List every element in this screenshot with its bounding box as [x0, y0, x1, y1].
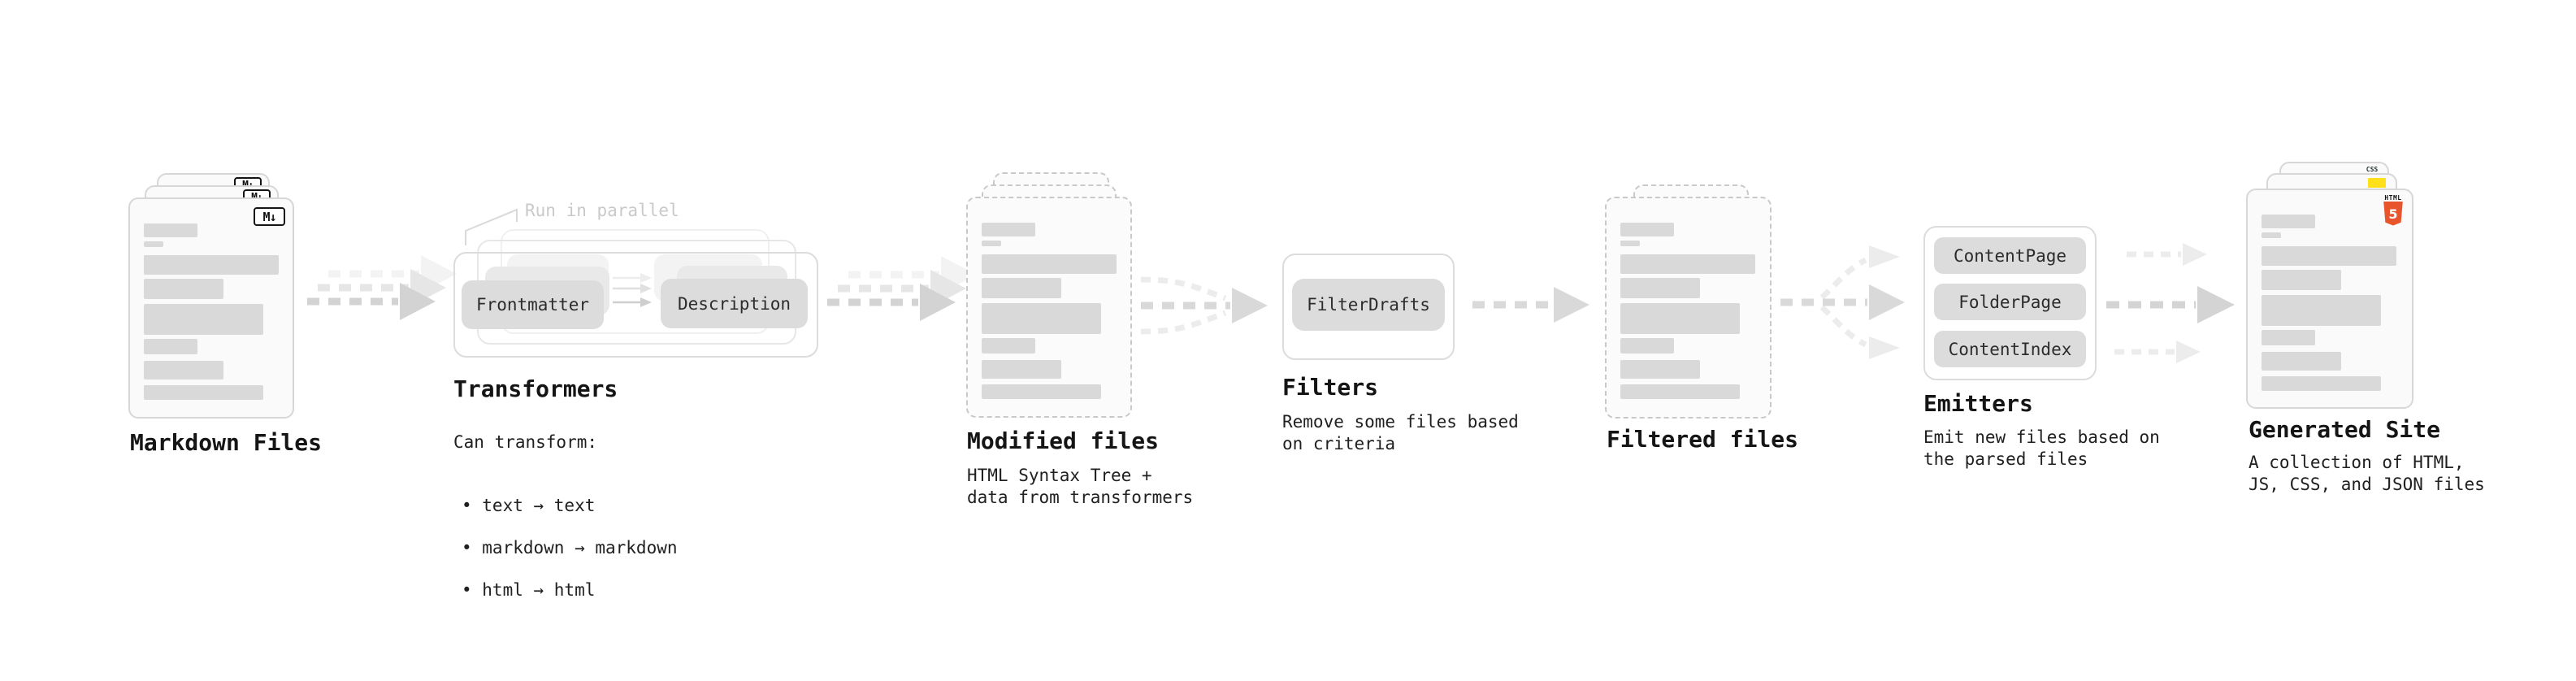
markdown-files-label: Markdown Files	[130, 429, 323, 456]
js-icon	[2368, 178, 2386, 188]
placeholder-bar	[982, 254, 1117, 274]
arrow-filtered-to-emitters	[1780, 245, 1905, 359]
placeholder-bar	[2262, 295, 2381, 326]
css-icon-label: CSS	[2366, 166, 2379, 173]
placeholder-bar	[144, 304, 263, 335]
placeholder-bar	[2262, 352, 2341, 371]
arrow-markdown-to-transformers	[307, 255, 457, 320]
markdown-icon: M↓	[254, 207, 285, 226]
generated-site-label: Generated Site	[2249, 416, 2441, 443]
frontmatter-transformer: Frontmatter	[462, 280, 604, 329]
placeholder-bar	[1620, 254, 1755, 274]
bullet-item: • text → text	[462, 496, 596, 515]
placeholder-bar	[2262, 232, 2281, 238]
emitters-description: Emit new files based on the parsed files	[1923, 427, 2160, 469]
placeholder-bar	[982, 223, 1035, 236]
markdown-file-card: M↓	[128, 197, 294, 419]
placeholder-bar	[144, 339, 197, 354]
placeholder-bar	[982, 278, 1061, 298]
placeholder-bar	[982, 384, 1101, 399]
placeholder-bar	[2262, 330, 2315, 345]
transformers-description: Can transform: • text → text • markdown …	[453, 410, 678, 643]
placeholder-bar	[1620, 223, 1674, 236]
description-transformer: Description	[661, 279, 808, 328]
modified-files-description: HTML Syntax Tree + data from transformer…	[967, 466, 1194, 507]
placeholder-bar	[1620, 338, 1674, 354]
transformers-bullets: • text → text • markdown → markdown • ht…	[453, 474, 678, 622]
placeholder-bar	[2262, 270, 2341, 290]
placeholder-bar	[144, 241, 163, 247]
contentpage-emitter: ContentPage	[1934, 237, 2086, 274]
modified-file-card	[966, 197, 1132, 418]
filters-description: Remove some files based on criteria	[1282, 412, 1519, 453]
generated-html-card: HTML 5	[2246, 189, 2413, 409]
emitters-label: Emitters	[1923, 390, 2033, 417]
svg-text:5: 5	[2388, 206, 2397, 222]
placeholder-bar	[982, 241, 1001, 246]
filtered-files-label: Filtered files	[1607, 426, 1799, 453]
arrow-transformers-to-modified	[827, 256, 977, 321]
html5-icon-label: HTML	[2384, 194, 2402, 202]
html5-shield: 5	[2383, 202, 2403, 226]
placeholder-bar	[144, 223, 197, 237]
placeholder-bar	[2262, 246, 2396, 266]
filters-container	[1282, 254, 1455, 360]
transformers-desc-title: Can transform:	[453, 432, 598, 452]
run-in-parallel-annotation: Run in parallel	[525, 201, 679, 220]
emitters-container	[1923, 226, 2097, 380]
html5-icon: HTML 5	[2383, 194, 2404, 229]
placeholder-bar	[144, 255, 279, 275]
modified-files-label: Modified files	[967, 427, 1160, 454]
placeholder-bar	[1620, 360, 1700, 379]
placeholder-bar	[1620, 278, 1700, 298]
placeholder-bar	[2262, 376, 2381, 391]
filterdrafts-filter: FilterDrafts	[1292, 279, 1445, 331]
arrow-filters-to-filtered	[1472, 287, 1589, 323]
bullet-item: • markdown → markdown	[462, 538, 678, 557]
placeholder-bar	[982, 303, 1101, 334]
placeholder-bar	[1620, 303, 1740, 334]
placeholder-bar	[2262, 215, 2315, 228]
placeholder-bar	[1620, 384, 1740, 399]
filters-label: Filters	[1282, 374, 1379, 401]
placeholder-bar	[1620, 241, 1640, 246]
generated-site-description: A collection of HTML, JS, CSS, and JSON …	[2249, 453, 2485, 494]
placeholder-bar	[144, 279, 223, 299]
transformer-container	[453, 252, 818, 358]
arrow-modified-to-filters	[1140, 276, 1268, 335]
contentindex-emitter: ContentIndex	[1934, 331, 2086, 367]
transformers-label: Transformers	[453, 375, 618, 402]
placeholder-bar	[144, 361, 223, 380]
arrow-emitters-to-generated	[2106, 243, 2235, 363]
folderpage-emitter: FolderPage	[1934, 284, 2086, 320]
placeholder-bar	[982, 338, 1035, 354]
bullet-item: • html → html	[462, 580, 596, 600]
placeholder-bar	[144, 385, 263, 400]
filtered-file-card	[1605, 197, 1772, 419]
placeholder-bar	[982, 360, 1061, 379]
